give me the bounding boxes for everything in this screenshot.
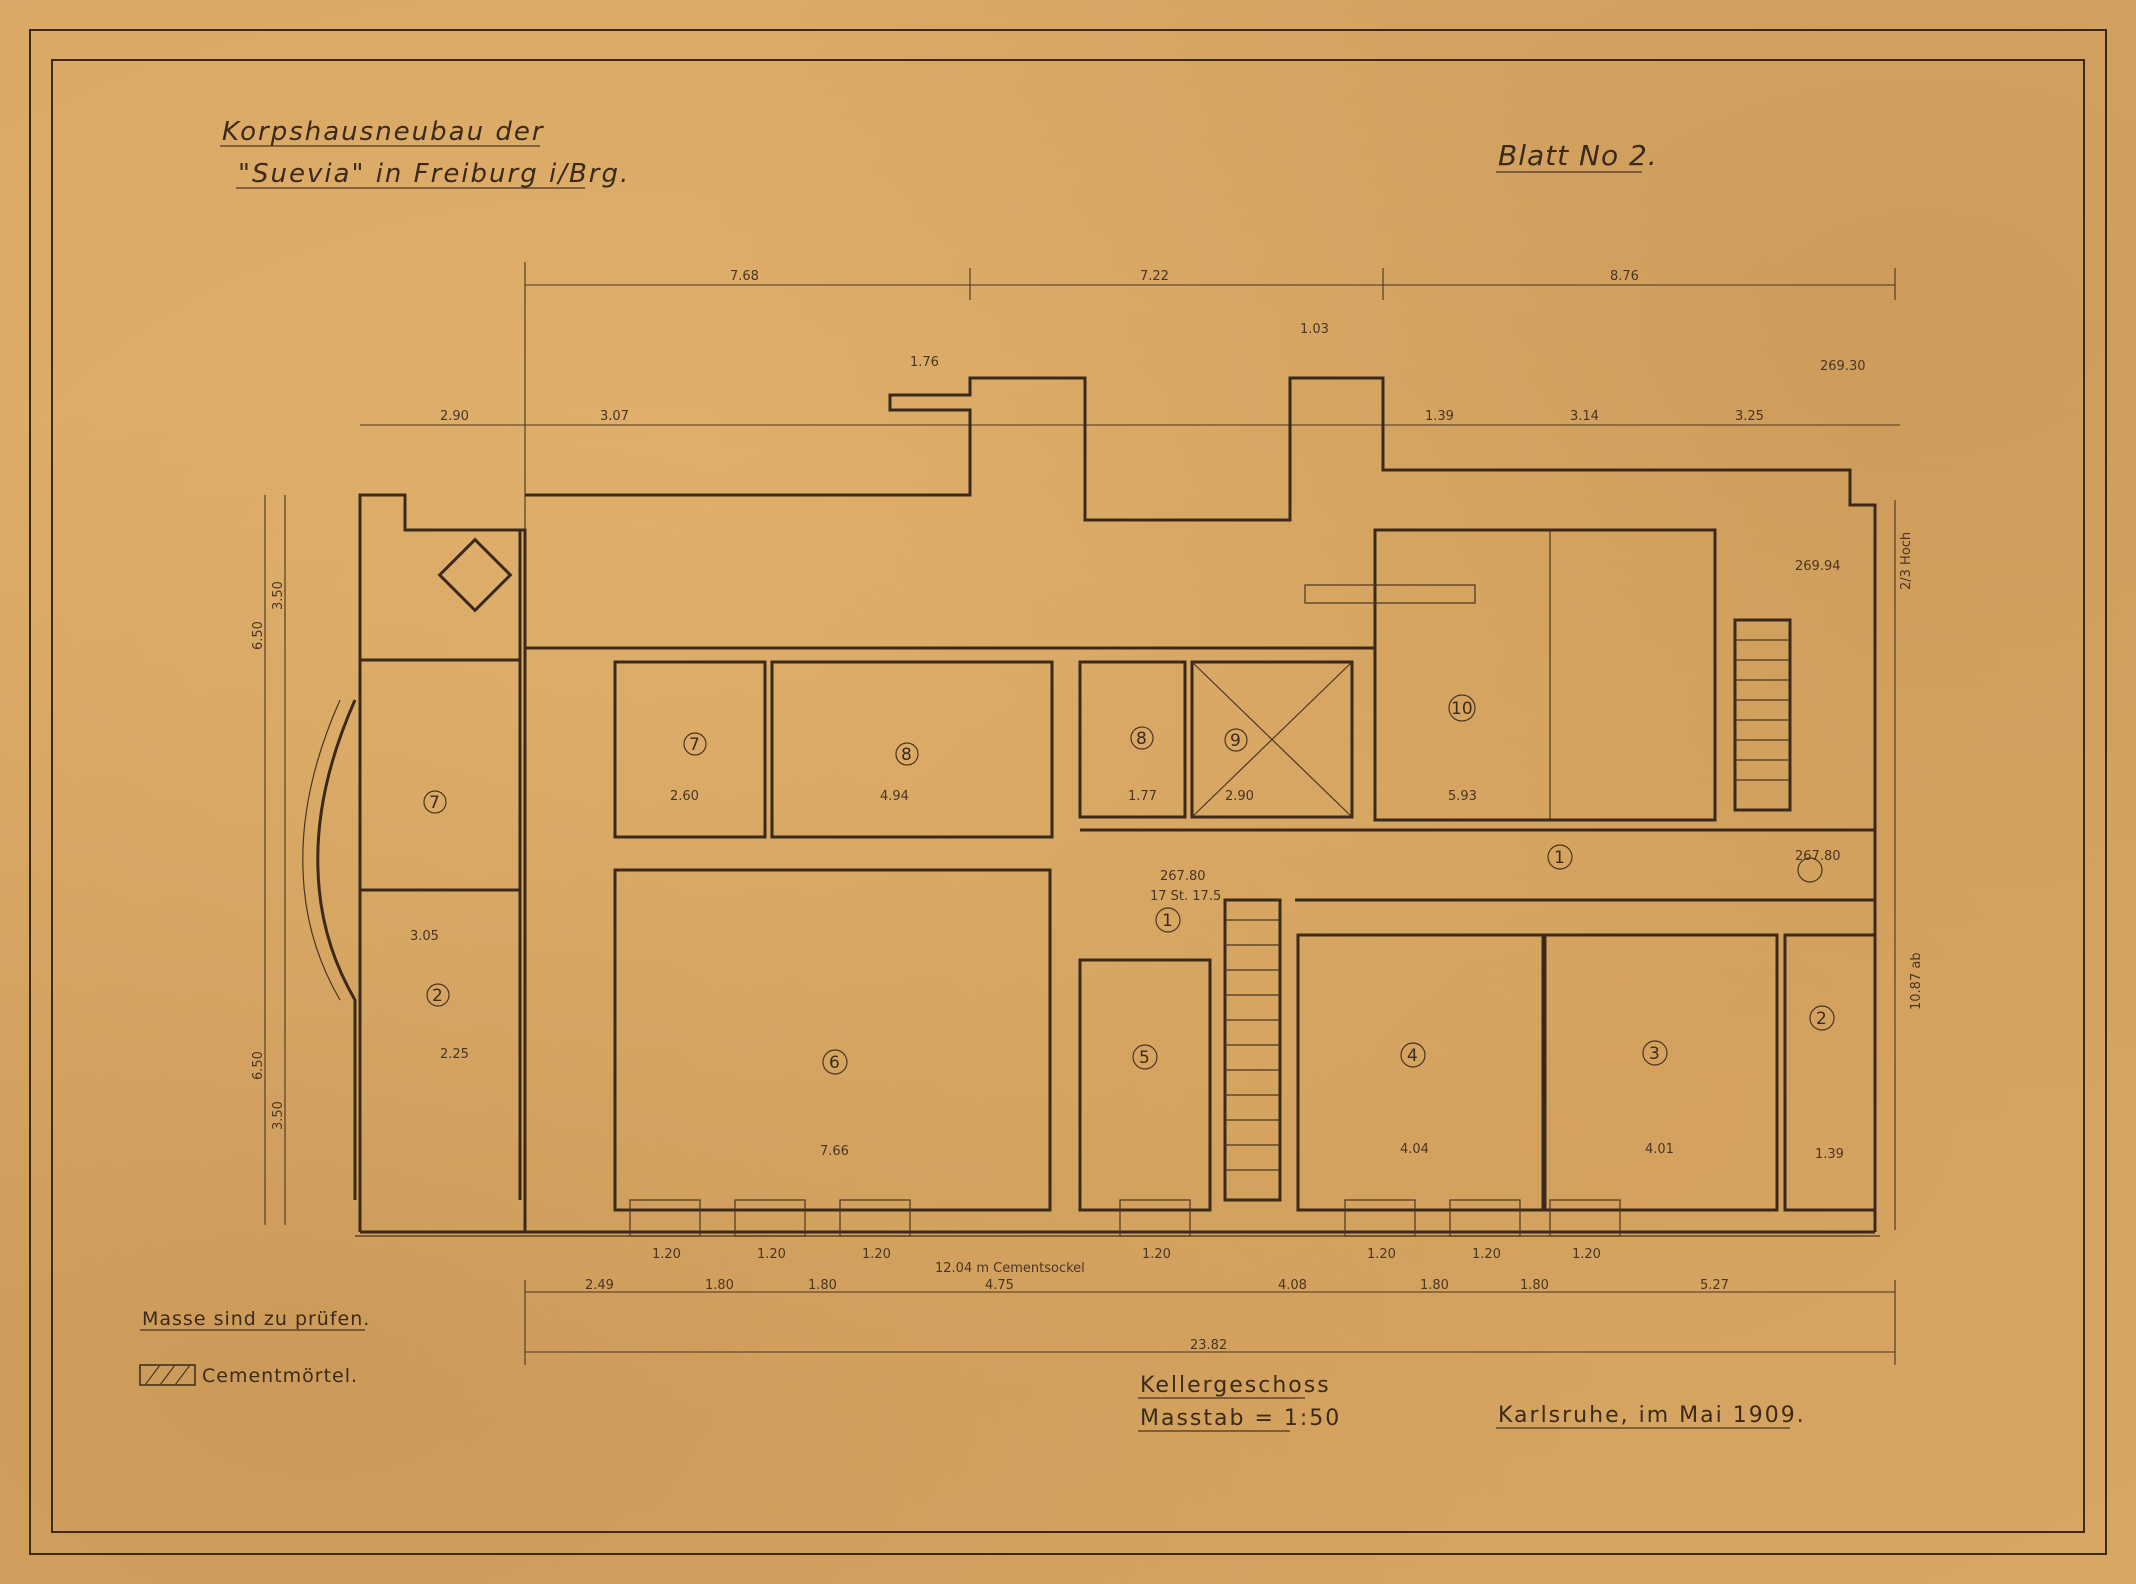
- svg-text:10.87 ab: 10.87 ab: [1909, 952, 1924, 1010]
- svg-text:5: 5: [1139, 1048, 1150, 1068]
- bottom-dimension-chain: 2.49 1.80 1.80 4.75 4.08 1.80 1.80 5.27 …: [524, 1278, 1896, 1365]
- upper-stair: 267.80: [1733, 618, 1841, 883]
- svg-text:7.22: 7.22: [1140, 269, 1169, 284]
- svg-text:4.08: 4.08: [1278, 1278, 1307, 1293]
- svg-text:3.05: 3.05: [410, 929, 439, 944]
- svg-text:1.80: 1.80: [1520, 1278, 1549, 1293]
- svg-text:4.01: 4.01: [1645, 1142, 1674, 1157]
- legend-label: Cementmörtel.: [202, 1365, 358, 1387]
- svg-text:7.68: 7.68: [730, 269, 759, 284]
- sheet-number: Blatt No 2.: [1498, 139, 1658, 172]
- svg-text:1: 1: [1162, 911, 1173, 931]
- svg-text:1.03: 1.03: [1300, 322, 1329, 337]
- svg-text:3: 3: [1649, 1044, 1660, 1064]
- left-dimension-chain: 6.50 3.50 6.50 3.50: [251, 495, 286, 1225]
- svg-text:1.20: 1.20: [1142, 1247, 1171, 1262]
- left-bay: 7 2 3.05 2.25: [302, 530, 522, 1200]
- svg-text:8: 8: [1136, 729, 1147, 749]
- svg-text:5.27: 5.27: [1700, 1278, 1729, 1293]
- floor-scale: Masstab = 1:50: [1140, 1406, 1341, 1431]
- legend-hatch-swatch: [139, 1364, 196, 1386]
- svg-text:8: 8: [901, 745, 912, 765]
- svg-text:10: 10: [1451, 699, 1473, 719]
- svg-text:7.66: 7.66: [820, 1144, 849, 1159]
- svg-text:3.14: 3.14: [1570, 409, 1599, 424]
- svg-text:1.20: 1.20: [757, 1247, 786, 1262]
- svg-text:2/3 Hoch: 2/3 Hoch: [1899, 532, 1914, 590]
- svg-text:12.04 m Cementsockel: 12.04 m Cementsockel: [935, 1261, 1085, 1276]
- upper-row-rooms: 7 8 8 9 10 2.60 4.94 1.77 2.90 5.93: [525, 528, 1717, 839]
- svg-text:2.90: 2.90: [440, 409, 469, 424]
- svg-text:4.94: 4.94: [880, 789, 909, 804]
- exterior-walls: [355, 376, 1880, 1237]
- top-dimension-chain: 7.68 7.22 8.76 2.90 3.07 1.76 1.03 1.39 …: [360, 262, 1900, 600]
- svg-text:5.93: 5.93: [1448, 789, 1477, 804]
- svg-text:1.80: 1.80: [1420, 1278, 1449, 1293]
- svg-text:23.82: 23.82: [1190, 1338, 1227, 1353]
- svg-text:269.94: 269.94: [1795, 559, 1841, 574]
- right-dimension-chain: 2/3 Hoch 10.87 ab 269.30 269.94: [1795, 359, 1924, 1230]
- inner-border: [51, 59, 2085, 1533]
- svg-text:3.50: 3.50: [271, 581, 286, 610]
- note-check-dimensions: Masse sind zu prüfen.: [142, 1308, 370, 1330]
- svg-text:1.39: 1.39: [1425, 409, 1454, 424]
- window-openings: 1.20 1.20 1.20 1.20 1.20 1.20 1.20 12.04…: [629, 1199, 1621, 1276]
- svg-text:2.60: 2.60: [670, 789, 699, 804]
- svg-text:17 St. 17.5: 17 St. 17.5: [1150, 889, 1221, 904]
- svg-text:2.25: 2.25: [440, 1047, 469, 1062]
- svg-text:1.20: 1.20: [1472, 1247, 1501, 1262]
- svg-text:9: 9: [1230, 731, 1241, 751]
- svg-text:4.75: 4.75: [985, 1278, 1014, 1293]
- svg-text:267.80: 267.80: [1795, 849, 1841, 864]
- svg-text:1.20: 1.20: [652, 1247, 681, 1262]
- svg-text:6.50: 6.50: [251, 1051, 266, 1080]
- svg-text:1.39: 1.39: [1815, 1147, 1844, 1162]
- svg-text:4: 4: [1407, 1046, 1418, 1066]
- title-line2: "Suevia" in Freiburg i/Brg.: [238, 159, 630, 189]
- svg-text:1.77: 1.77: [1128, 789, 1157, 804]
- svg-text:1.20: 1.20: [862, 1247, 891, 1262]
- svg-text:2.90: 2.90: [1225, 789, 1254, 804]
- svg-text:269.30: 269.30: [1820, 359, 1866, 374]
- svg-text:3.25: 3.25: [1735, 409, 1764, 424]
- svg-text:267.80: 267.80: [1160, 869, 1206, 884]
- lower-row-rooms: 6 5 4 3 2 7.66 4.04 4.01 1.39: [613, 868, 1877, 1212]
- svg-text:1.80: 1.80: [705, 1278, 734, 1293]
- outer-border: [29, 29, 2107, 1555]
- svg-text:2.49: 2.49: [585, 1278, 614, 1293]
- svg-text:3.50: 3.50: [271, 1101, 286, 1130]
- title-line1: Korpshausneubau der: [222, 117, 545, 147]
- place-date: Karlsruhe, im Mai 1909.: [1498, 1403, 1806, 1428]
- svg-text:1.76: 1.76: [910, 355, 939, 370]
- svg-text:2: 2: [432, 986, 443, 1006]
- svg-text:8.76: 8.76: [1610, 269, 1639, 284]
- svg-text:3.07: 3.07: [600, 409, 629, 424]
- svg-text:7: 7: [429, 793, 440, 813]
- svg-text:7: 7: [689, 735, 700, 755]
- svg-text:4.04: 4.04: [1400, 1142, 1429, 1157]
- svg-text:1.20: 1.20: [1367, 1247, 1396, 1262]
- svg-text:1: 1: [1554, 848, 1565, 868]
- svg-text:6.50: 6.50: [251, 621, 266, 650]
- svg-text:6: 6: [829, 1053, 840, 1073]
- svg-text:1.20: 1.20: [1572, 1247, 1601, 1262]
- svg-text:2: 2: [1816, 1009, 1827, 1029]
- floor-name: Kellergeschoss: [1140, 1373, 1331, 1398]
- corridor: 1 1 267.80 17 St. 17.5: [1080, 828, 1875, 933]
- svg-text:1.80: 1.80: [808, 1278, 837, 1293]
